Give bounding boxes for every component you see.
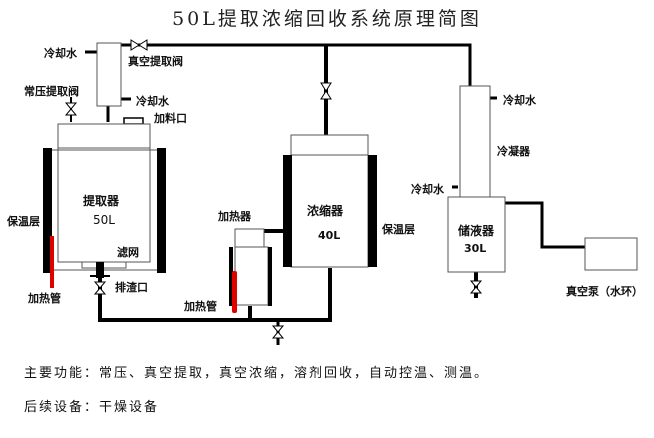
feed-port (123, 117, 144, 125)
label-receiver-name: 储液器 (458, 224, 495, 238)
label-extractor-name: 提取器 (83, 194, 120, 208)
concentrator-jacket-right (368, 155, 377, 267)
heating-tube-mid (232, 271, 237, 313)
vacuum-extract-valve-icon (130, 39, 148, 51)
extractor-jacket-right (157, 148, 166, 273)
vacuum-pump (584, 237, 638, 271)
heater-body (234, 246, 269, 306)
label-insulation-left: 保温层 (7, 215, 40, 228)
label-condenser: 冷凝器 (497, 145, 530, 158)
label-receiver-volume: 30L (464, 242, 487, 255)
label-slag-outlet: 排渣口 (115, 281, 148, 294)
label-concentrator-volume: 40L (318, 229, 341, 242)
label-cooling-water-condenser-top: 冷却水 (503, 94, 536, 107)
label-filter-screen: 滤网 (117, 246, 139, 259)
receiver (447, 196, 506, 273)
heater-jacket-left (229, 247, 233, 306)
slag-outlet-stub (96, 262, 104, 278)
label-vacuum-extract-valve: 真空提取阀 (128, 55, 183, 68)
label-heating-tube-mid: 加热管 (184, 300, 217, 313)
concentrator-lid (290, 134, 369, 157)
heater-lid (234, 228, 265, 250)
atmospheric-valve-icon (64, 102, 78, 116)
main-functions-text: 主要功能：常压、真空提取，真空浓缩，溶剂回收，自动控温、测温。 (24, 366, 490, 381)
label-heating-tube-left: 加热管 (28, 292, 61, 305)
label-concentrator-name: 浓缩器 (307, 204, 344, 218)
receiver-drain-valve-icon (469, 280, 483, 294)
heater-jacket-right (268, 247, 272, 306)
reflux-condenser (96, 42, 122, 107)
label-cooling-water-condenser-bottom: 冷却水 (411, 183, 444, 196)
label-insulation-mid: 保温层 (382, 223, 415, 236)
label-heater: 加热器 (218, 210, 251, 223)
concentrator-inlet-valve-icon (320, 82, 332, 100)
diagram-title: 50L提取浓缩回收系统原理简图 (172, 8, 482, 30)
follow-up-equipment-text: 后续设备：干燥设备 (24, 400, 160, 415)
valves (64, 39, 483, 339)
label-cooling-water-top-left: 冷却水 (44, 47, 77, 60)
label-feed-port: 加料口 (154, 112, 187, 125)
extractor-lid (57, 123, 151, 149)
label-vacuum-pump: 真空泵（水环） (566, 285, 643, 298)
label-atmospheric-extract-valve: 常压提取阀 (24, 85, 79, 98)
slag-valve-icon (93, 281, 107, 295)
condenser (459, 85, 491, 198)
concentrator-jacket-left (283, 155, 292, 267)
bottom-drain-valve-icon (271, 325, 285, 339)
vacuum-line-top (120, 43, 472, 88)
pump-line (504, 201, 585, 249)
extractor-jacket-left (43, 148, 52, 273)
heating-tube-left (50, 236, 54, 288)
extractor-body (57, 147, 151, 263)
label-cooling-water-left-cond: 冷却水 (136, 95, 169, 108)
label-extractor-volume: 50L (93, 213, 115, 227)
